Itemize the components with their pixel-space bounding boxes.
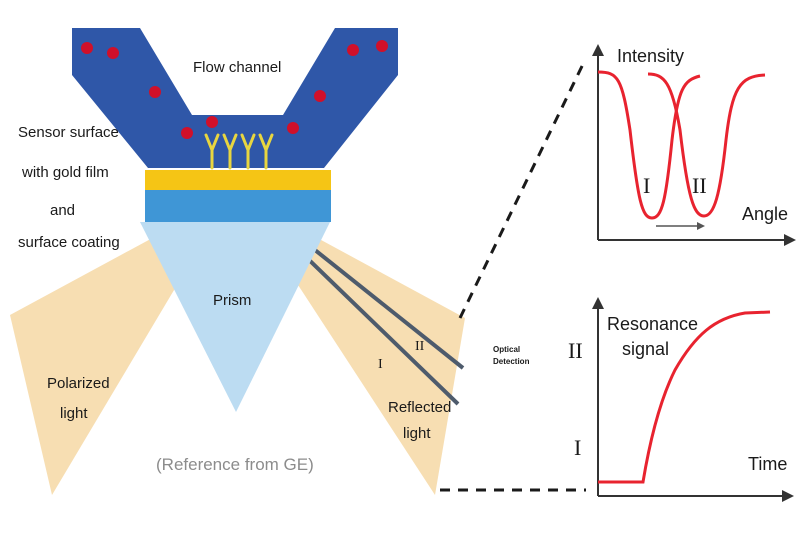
level-label-i: I (574, 435, 581, 460)
molecule (81, 42, 93, 54)
sensor-surface-label-4: surface coating (18, 234, 120, 251)
flow-channel (72, 28, 398, 168)
prism-label: Prism (213, 292, 251, 309)
intensity-x-arrow (784, 234, 796, 246)
antibody (204, 133, 220, 170)
intensity-y-arrow (592, 44, 604, 56)
reference-caption: (Reference from GE) (156, 455, 314, 474)
resonance-x-arrow (782, 490, 794, 502)
polarized-light-label-2: light (60, 405, 88, 422)
molecule (347, 44, 359, 56)
antibody (240, 133, 256, 170)
molecule (206, 116, 218, 128)
molecule (314, 90, 326, 102)
surface-coating-layer (145, 190, 331, 222)
molecule (107, 47, 119, 59)
molecule (287, 122, 299, 134)
molecule (376, 40, 388, 52)
beam-mark-ii: II (415, 339, 425, 354)
resonance-ylabel-2: signal (622, 339, 669, 359)
flow-channel-label: Flow channel (193, 59, 281, 76)
polarized-light-label-1: Polarized (47, 375, 110, 392)
dip-label-i: I (643, 173, 650, 198)
resonance-xlabel: Time (748, 454, 787, 474)
intensity-curve-ii (647, 72, 766, 218)
antibody (258, 133, 274, 170)
intensity-plot: Intensity Angle I II (592, 44, 796, 246)
gold-film-layer (145, 170, 331, 190)
molecule (149, 86, 161, 98)
level-label-ii: II (568, 338, 583, 363)
prism (140, 222, 330, 412)
beam-mark-i: I (378, 357, 383, 372)
dip-label-ii: II (692, 173, 707, 198)
molecule (181, 127, 193, 139)
shift-arrow-head (697, 222, 705, 230)
resonance-plot: Resonance signal Time II I (568, 297, 794, 502)
reflected-light-label-1: Reflected (388, 399, 451, 416)
intensity-ylabel: Intensity (617, 46, 684, 66)
antibodies (204, 133, 274, 170)
reflected-light-label-2: light (403, 425, 431, 442)
resonance-y-arrow (592, 297, 604, 309)
resonance-curve (598, 310, 771, 484)
optical-detection-label-2: Detection (493, 357, 530, 366)
intensity-xlabel: Angle (742, 204, 788, 224)
sensor-surface-label-2: with gold film (21, 164, 109, 181)
sensor-surface-label-3: and (50, 202, 75, 219)
optical-detection-label-1: Optical (493, 345, 520, 354)
resonance-ylabel-1: Resonance (607, 314, 698, 334)
antibody (222, 133, 238, 170)
sensor-surface-label-1: Sensor surface (18, 124, 119, 141)
analyte-molecules (81, 40, 388, 139)
connector-dash-top (458, 59, 587, 319)
